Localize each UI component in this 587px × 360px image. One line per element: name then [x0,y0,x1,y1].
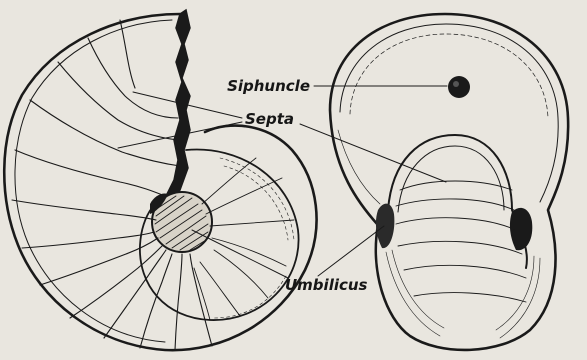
septa-label: Septa [245,110,294,128]
siphuncle-dot [448,76,470,98]
front-inner-rim-2 [350,34,548,118]
shell-outer-rim [15,20,172,342]
umbilicus-disc [150,192,212,252]
umbilicus-label: Umbilicus [285,276,368,294]
umbilicus-left-mark [376,204,394,249]
shell-fracture [160,10,190,218]
umbilicus-leader-right [318,226,384,276]
front-inner-rim [340,24,558,202]
siphuncle-label: Siphuncle [227,77,310,95]
aperture-outline [388,135,527,268]
front-septa-lines [396,181,526,302]
siphuncle-annotation: Siphuncle [227,77,447,95]
umbilicus-annotation: Umbilicus [192,226,384,294]
septa-annotation: Septa [118,92,446,182]
shell-front-view [330,14,568,350]
front-outer-outline [330,14,568,350]
shell-side-view [4,10,316,350]
growth-lines [214,158,294,318]
front-growth-lines [338,130,540,338]
septa-leader-right [300,124,446,182]
